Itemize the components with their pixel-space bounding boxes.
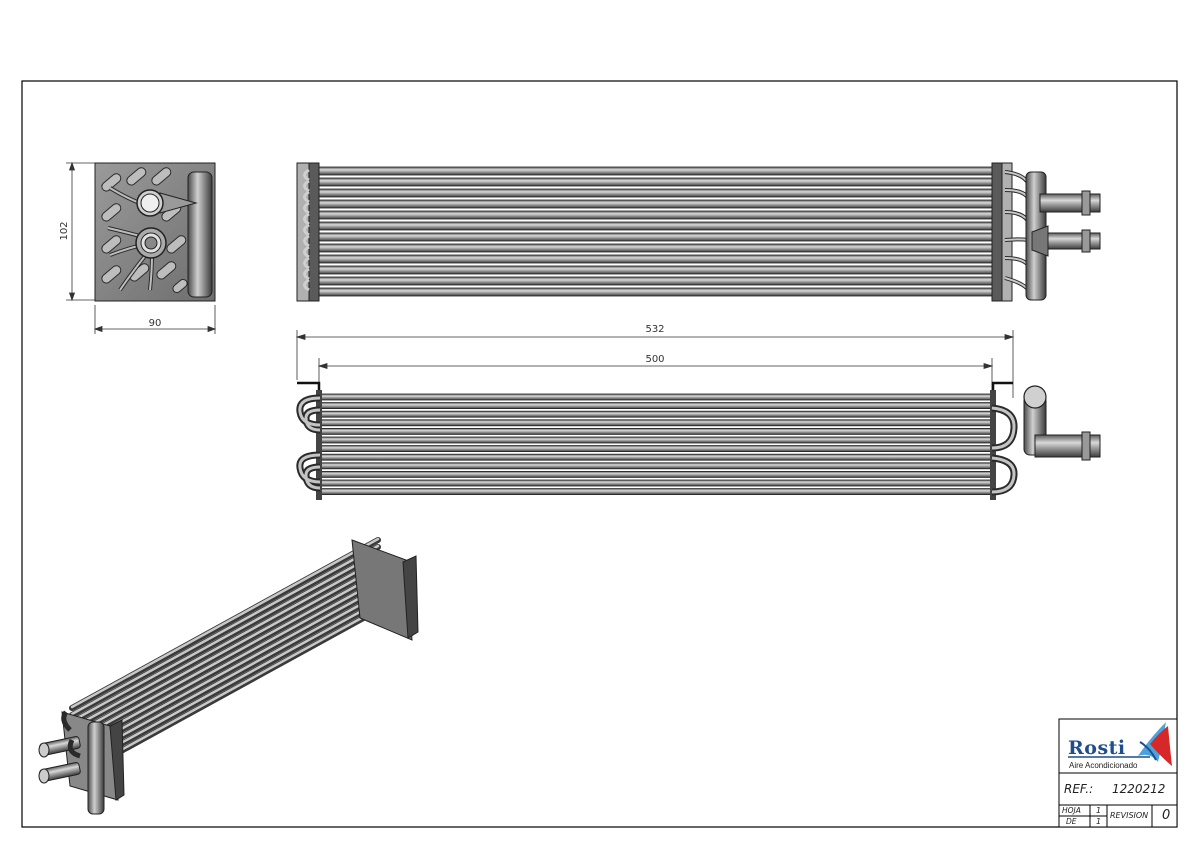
front-tube [314, 243, 998, 253]
front-tube [314, 188, 998, 198]
de-label: DE [1066, 817, 1077, 826]
front-tube [314, 199, 998, 209]
front-view-tubes [314, 166, 998, 297]
iso-tube-highlight [70, 544, 380, 716]
top-tube [317, 427, 995, 435]
front-return-bend [303, 201, 310, 215]
top-tube [317, 410, 995, 418]
top-view-tubes [317, 393, 995, 496]
front-view [296, 162, 1101, 302]
front-tube [314, 276, 998, 286]
front-return-bend [303, 267, 310, 281]
iso-tube-highlight [70, 593, 380, 765]
front-tube [314, 221, 998, 231]
title-block [1058, 718, 1178, 828]
dimension-core-length-label: 500 [645, 354, 665, 365]
drawing-frame [21, 80, 1178, 828]
top-tube [317, 419, 995, 427]
front-view-left-bends [303, 168, 310, 292]
end-view [94, 162, 216, 302]
rosti-logo-mark [1068, 722, 1172, 766]
front-return-bend [303, 179, 310, 193]
front-return-bend [303, 234, 310, 248]
front-tube [314, 210, 998, 220]
front-tube [314, 287, 998, 297]
top-tube [317, 436, 995, 444]
top-tube [317, 488, 995, 496]
brand-subtitle: Aire Acondicionado [1069, 761, 1138, 770]
front-tube [314, 232, 998, 242]
revision-value: 0 [1162, 808, 1171, 823]
front-return-bend [303, 212, 310, 226]
isometric-view [38, 537, 419, 815]
top-tube [317, 462, 995, 470]
front-return-bend [303, 190, 310, 204]
de-value: 1 [1096, 817, 1102, 826]
isometric-tubes [69, 537, 381, 781]
front-tube [314, 177, 998, 187]
hoja-label: HOJA [1062, 806, 1081, 815]
front-return-bend [303, 245, 310, 259]
brand-name: Rosti [1068, 737, 1126, 759]
top-view [296, 381, 1101, 500]
top-tube [317, 470, 995, 478]
top-tube [317, 402, 995, 410]
top-tube [317, 479, 995, 487]
dimension-overall-length-label: 532 [645, 324, 665, 335]
front-tube [314, 254, 998, 264]
iso-tube-highlight [70, 565, 380, 737]
iso-tube-highlight [70, 551, 380, 723]
length-dimensions [295, 330, 1015, 398]
revision-label: REVISION [1110, 811, 1149, 820]
front-return-bend [303, 223, 310, 237]
front-tube [314, 166, 998, 176]
dimension-height-label: 102 [59, 221, 70, 241]
top-tube [317, 445, 995, 453]
iso-tube-highlight [70, 558, 380, 730]
top-tube [317, 453, 995, 461]
front-return-bend [303, 278, 310, 292]
front-tube [314, 265, 998, 275]
dimension-width-label: 90 [148, 318, 162, 329]
front-return-bend [303, 168, 310, 182]
iso-tube-highlight [70, 579, 380, 751]
hoja-value: 1 [1096, 806, 1102, 815]
end-view-dimensions [66, 161, 217, 334]
top-tube [317, 393, 995, 401]
front-return-bend [303, 256, 310, 270]
iso-tube-highlight [70, 586, 380, 758]
ref-label: REF.: [1064, 782, 1094, 796]
ref-value: 1220212 [1112, 782, 1166, 796]
iso-tube-highlight [70, 537, 380, 709]
iso-tube-highlight [70, 572, 380, 744]
